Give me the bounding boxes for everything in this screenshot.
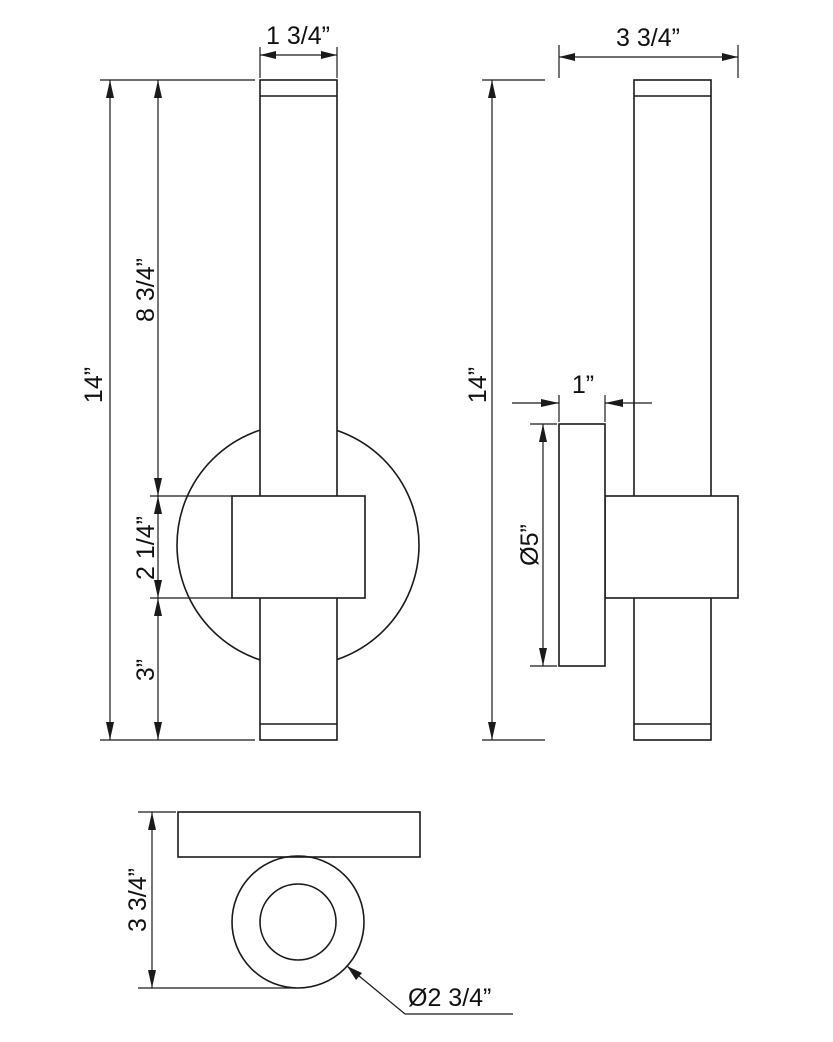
front-height-label: 14” — [80, 367, 108, 403]
side-depth-label: 3 3/4” — [616, 24, 680, 52]
front-mount-block — [231, 495, 366, 599]
side-depth-dimension: 3 3/4” — [558, 24, 739, 78]
front-middle-segment-label: 2 1/4” — [132, 516, 160, 580]
top-view: 3 3/4” Ø2 3/4” — [124, 811, 513, 1015]
front-lower-segment-label: 3” — [132, 659, 160, 681]
side-plate-thickness-dimension: 1” — [512, 371, 652, 422]
side-height-label: 14” — [464, 367, 492, 403]
front-width-label: 1 3/4” — [266, 22, 330, 50]
front-height-dimension: 14” — [80, 79, 255, 741]
side-tube-body — [633, 79, 712, 741]
front-upper-segment-label: 8 3/4” — [132, 258, 160, 322]
front-segment-dimensions: 8 3/4” 2 1/4” 3” — [132, 80, 232, 740]
front-width-dimension: 1 3/4” — [259, 22, 338, 78]
top-tube-inner — [259, 883, 337, 961]
front-tube-body — [259, 79, 338, 741]
top-depth-dimension: 3 3/4” — [124, 811, 296, 989]
top-tube-outer — [231, 855, 365, 989]
top-depth-label: 3 3/4” — [124, 868, 152, 932]
side-height-dimension: 14” — [464, 79, 545, 741]
side-plate-diameter-label: Ø5” — [516, 524, 544, 566]
front-view: 1 3/4” 14” 8 3/4” 2 1/4” 3” — [80, 22, 420, 741]
side-plate-thickness-label: 1” — [572, 371, 594, 399]
side-view: 3 3/4” 14” 1” Ø5” — [464, 24, 739, 741]
top-wall-plate — [177, 811, 421, 858]
side-mount-block — [604, 495, 739, 599]
side-wall-plate — [558, 423, 606, 667]
top-diameter-label: Ø2 3/4” — [408, 984, 491, 1012]
top-diameter-leader: Ø2 3/4” — [346, 965, 513, 1015]
side-plate-diameter-dimension: Ø5” — [516, 423, 557, 667]
